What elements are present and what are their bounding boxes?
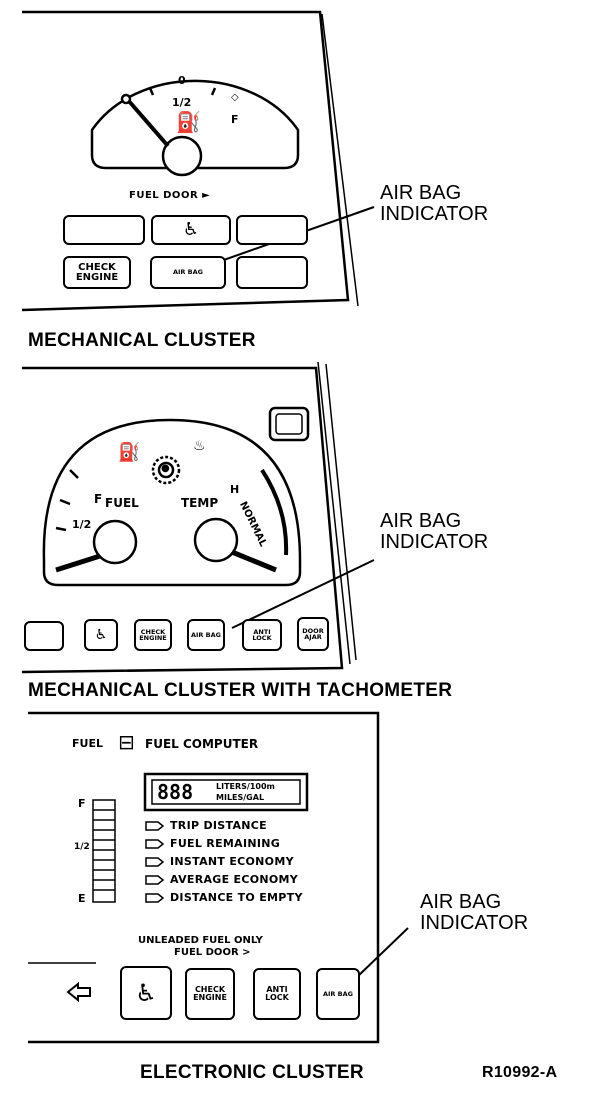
check-engine-label: CHECK ENGINE <box>139 627 167 642</box>
gauge-full-mark: F <box>231 113 239 126</box>
mechanical-indicator-blank-2 <box>236 215 308 245</box>
check-engine-label: CHECK ENGINE <box>193 985 227 1002</box>
electronic-fuel-door-label: FUEL DOOR > <box>174 947 251 958</box>
seatbelt-icon: ♿ <box>182 219 200 240</box>
mechanical-indicator-blank-3 <box>236 256 308 289</box>
tach-square-light <box>268 406 310 442</box>
mechanical-fuel-door-label: FUEL DOOR ► <box>129 190 211 201</box>
electronic-indicator-seatbelt: ♿ <box>120 966 172 1020</box>
electronic-indicator-air-bag: AIR BAG <box>316 968 360 1020</box>
tach-indicator-blank <box>24 621 64 651</box>
air-bag-label: AIR BAG <box>322 989 354 998</box>
gauge-empty-mark: 0 <box>178 74 186 87</box>
turn-arrow-icon <box>66 981 91 1003</box>
check-engine-label: CHECK ENGINE <box>75 261 119 283</box>
tach-indicator-anti-lock: ANTI LOCK <box>242 619 282 651</box>
fuel-computer-label: FUEL COMPUTER <box>145 737 259 751</box>
callout-text: AIR BAG INDICATOR <box>380 510 489 553</box>
seatbelt-icon: ♿ <box>135 979 157 1007</box>
unleaded-fuel-label: UNLEADED FUEL ONLY <box>138 935 263 946</box>
electronic-indicator-anti-lock: ANTI LOCK <box>253 968 301 1020</box>
tach-indicator-check-engine: CHECK ENGINE <box>134 619 172 651</box>
air-bag-label: AIR BAG <box>190 630 222 639</box>
mechanical-cluster-title: MECHANICAL CLUSTER <box>28 330 256 351</box>
display-unit-liters: LITERS/100m <box>216 782 275 791</box>
tach-indicator-air-bag: AIR BAG <box>187 619 225 651</box>
anti-lock-label: ANTI LOCK <box>252 627 272 642</box>
gauge-half-mark: 1/2 <box>172 96 192 109</box>
callout-air-bag-2: AIR BAG INDICATOR <box>380 511 488 553</box>
computer-display <box>143 772 309 812</box>
callout-air-bag-1: AIR BAG INDICATOR <box>380 183 488 225</box>
tach-fuel-half-mark: 1/2 <box>72 518 92 531</box>
fuel-hub <box>92 519 138 565</box>
tach-fuel-pump-icon: ⛽ <box>118 442 141 463</box>
callout-air-bag-3: AIR BAG INDICATOR <box>420 892 528 934</box>
air-bag-label: AIR BAG <box>172 268 204 277</box>
temp-hub <box>193 517 239 563</box>
tach-indicator-seatbelt: ♿ <box>84 619 118 651</box>
tach-cluster-title: MECHANICAL CLUSTER WITH TACHOMETER <box>28 680 453 701</box>
fuel-pump-icon: ⛽ <box>176 110 201 134</box>
mechanical-indicator-seatbelt: ♿ <box>151 215 231 245</box>
tach-fuel-f-mark: F <box>94 492 103 506</box>
electronic-cluster-title: ELECTRONIC CLUSTER <box>140 1062 364 1083</box>
fuel-computer-icon: ⊟ <box>118 730 135 754</box>
tach-indicator-door-ajar: DOOR AJAR <box>297 617 329 651</box>
electronic-fuel-label: FUEL <box>72 737 103 750</box>
mechanical-panel-frame <box>21 10 350 312</box>
fuel-gauge-needle <box>126 98 170 148</box>
bar-full-mark: F <box>78 797 86 810</box>
mechanical-indicator-air-bag: AIR BAG <box>150 256 226 289</box>
door-ajar-label: DOOR AJAR <box>302 626 324 641</box>
tach-center-lamp-icon: ● <box>161 463 170 474</box>
callout-text: AIR BAG INDICATOR <box>420 891 529 934</box>
callout-text: AIR BAG INDICATOR <box>380 182 489 225</box>
menu-trip-distance: TRIP DISTANCE <box>170 819 267 832</box>
mechanical-indicator-blank-1 <box>63 215 145 245</box>
anti-lock-label: ANTI LOCK <box>265 985 289 1002</box>
display-digits: 888 <box>157 780 194 804</box>
gauge-dot-icon: ◇ <box>231 92 239 103</box>
mechanical-indicator-check-engine: CHECK ENGINE <box>63 256 131 289</box>
seatbelt-icon: ♿ <box>94 627 108 643</box>
tach-panel-frame <box>21 366 344 674</box>
bar-half-mark: 1/2 <box>74 842 90 852</box>
electronic-indicator-check-engine: CHECK ENGINE <box>185 968 235 1020</box>
tach-temp-h-mark: H <box>230 483 240 496</box>
fuel-gauge-hub <box>161 135 203 177</box>
electronic-panel-frame <box>28 711 380 1044</box>
menu-distance-to-empty: DISTANCE TO EMPTY <box>170 891 303 904</box>
bar-empty-mark: E <box>78 892 86 905</box>
display-unit-mpg: MILES/GAL <box>216 793 265 802</box>
menu-average-economy: AVERAGE ECONOMY <box>170 873 299 886</box>
tach-temp-icon: ♨ <box>193 438 206 454</box>
menu-instant-economy: INSTANT ECONOMY <box>170 855 294 868</box>
fuel-gauge-bowl <box>90 79 300 170</box>
tach-temp-label: TEMP <box>181 496 219 510</box>
menu-fuel-remaining: FUEL REMAINING <box>170 837 281 850</box>
tach-fuel-label: FUEL <box>105 496 139 510</box>
tach-gauge-bowl <box>42 418 302 587</box>
figure-id: R10992-A <box>482 1064 558 1081</box>
